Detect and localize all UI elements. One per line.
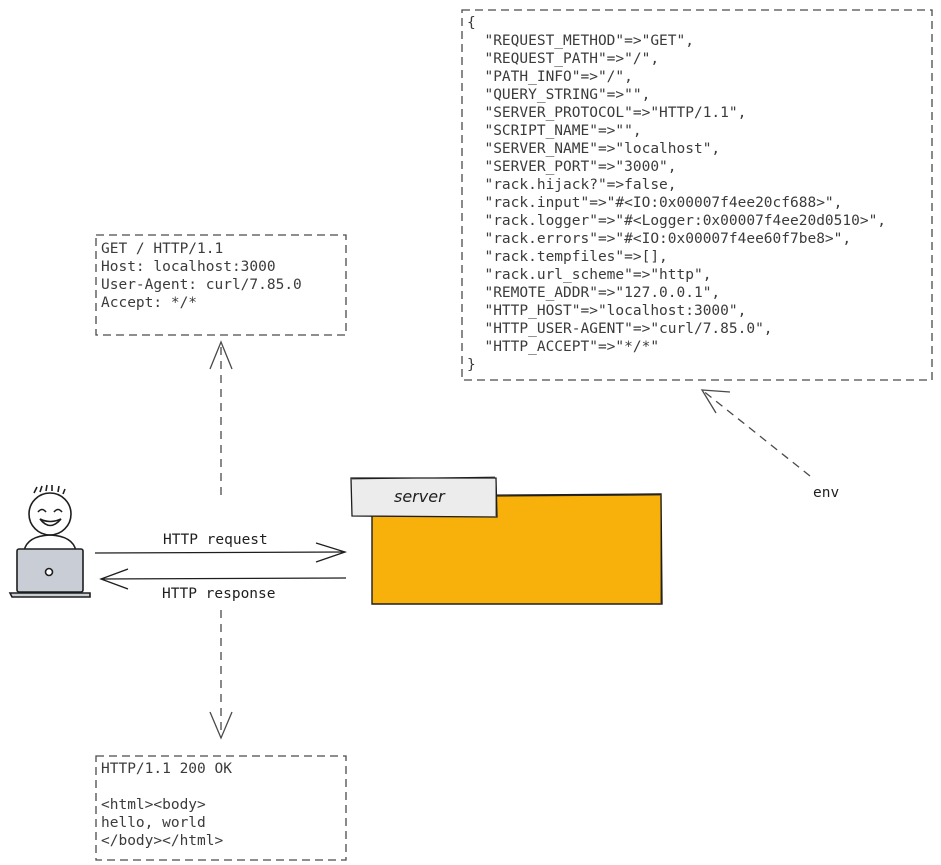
code-line: "SERVER_PROTOCOL"=>"HTTP/1.1", — [467, 105, 747, 121]
server-label: server — [394, 487, 445, 506]
response-box-border — [95, 755, 347, 861]
http-response-label: HTTP response — [162, 586, 276, 602]
server-block — [350, 476, 663, 605]
code-line: "REQUEST_METHOD"=>"GET", — [467, 33, 694, 49]
person-at-laptop-icon — [8, 484, 91, 598]
code-line: GET / HTTP/1.1 — [101, 241, 224, 257]
code-line: "rack.tempfiles"=>[], — [467, 249, 668, 265]
code-line: "rack.logger"=>"#<Logger:0x00007f4ee20d0… — [467, 213, 887, 229]
code-line: HTTP/1.1 200 OK — [101, 761, 232, 777]
code-line: hello, world — [101, 815, 206, 831]
response-box-text: HTTP/1.1 200 OK <html><body> hello, worl… — [101, 760, 232, 850]
code-line: "rack.errors"=>"#<IO:0x00007f4ee60f7be8>… — [467, 231, 852, 247]
code-line: "HTTP_USER-AGENT"=>"curl/7.85.0", — [467, 321, 773, 337]
code-line: "rack.hijack?"=>false, — [467, 177, 677, 193]
env-box-text: { "REQUEST_METHOD"=>"GET", "REQUEST_PATH… — [467, 14, 886, 374]
code-line: "QUERY_STRING"=>"", — [467, 87, 651, 103]
code-line: <html><body> — [101, 797, 206, 813]
env-arrow — [700, 389, 811, 477]
code-line: "HTTP_ACCEPT"=>"*/*" — [467, 339, 660, 355]
request-to-box-arrow — [209, 340, 233, 495]
code-line: Accept: */* — [101, 295, 198, 311]
env-box-border — [461, 9, 933, 381]
code-line: "PATH_INFO"=>"/", — [467, 69, 633, 85]
request-box-border — [95, 234, 347, 336]
code-line: { — [467, 15, 476, 31]
code-line: "REMOTE_ADDR"=>"127.0.0.1", — [467, 285, 721, 301]
code-line: "SERVER_PORT"=>"3000", — [467, 159, 677, 175]
request-box-text: GET / HTTP/1.1 Host: localhost:3000 User… — [101, 240, 302, 312]
code-line: </body></html> — [101, 833, 224, 849]
code-line: "rack.url_scheme"=>"http", — [467, 267, 712, 283]
http-request-arrow — [94, 542, 348, 563]
code-line: Host: localhost:3000 — [101, 259, 276, 275]
code-line: "rack.input"=>"#<IO:0x00007f4ee20cf688>"… — [467, 195, 843, 211]
response-to-box-arrow — [209, 610, 233, 740]
http-request-label: HTTP request — [163, 532, 268, 548]
code-line: "REQUEST_PATH"=>"/", — [467, 51, 660, 67]
http-response-arrow — [99, 568, 347, 590]
code-line: "SCRIPT_NAME"=>"", — [467, 123, 642, 139]
code-line: "SERVER_NAME"=>"localhost", — [467, 141, 721, 157]
env-label: env — [813, 485, 840, 501]
code-line: User-Agent: curl/7.85.0 — [101, 277, 302, 293]
code-line: "HTTP_HOST"=>"localhost:3000", — [467, 303, 747, 319]
code-line: } — [467, 357, 476, 373]
